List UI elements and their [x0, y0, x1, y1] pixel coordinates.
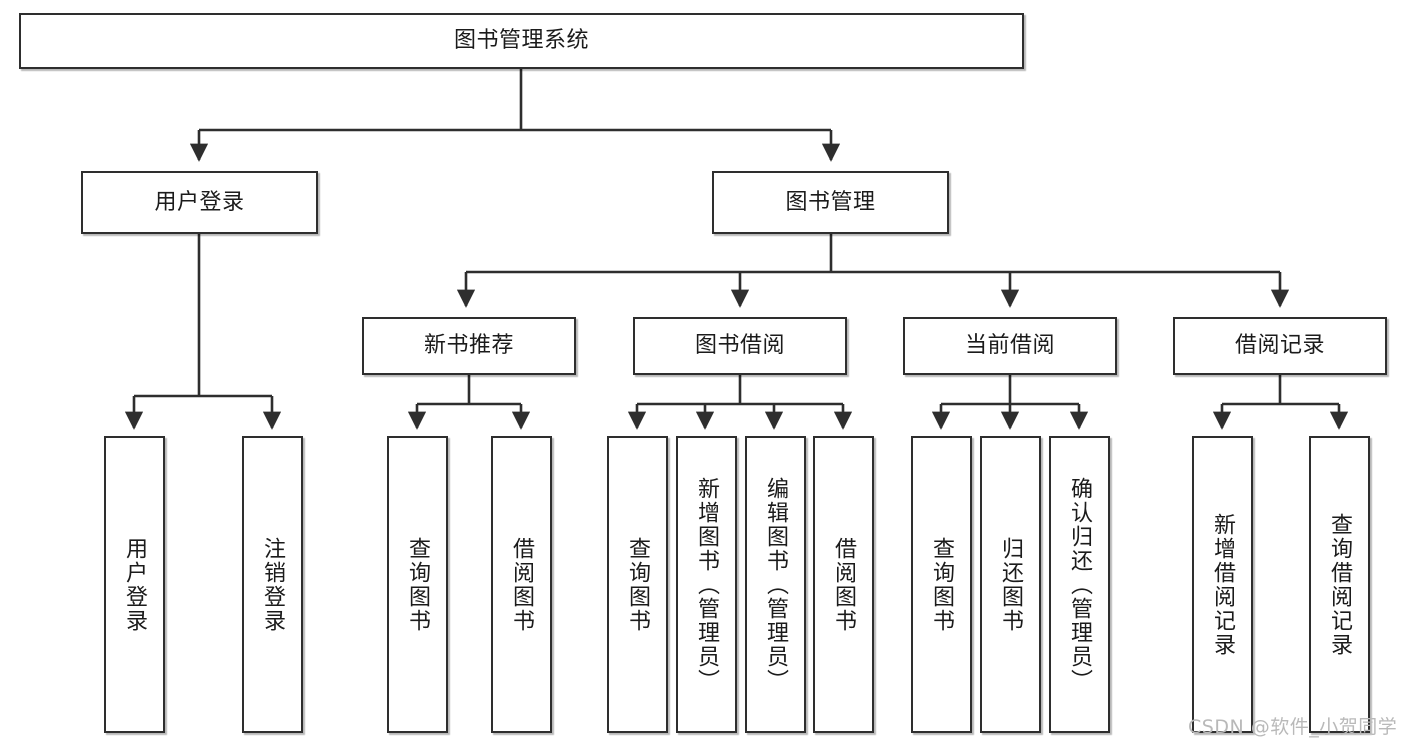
node-root-book-management-system[interactable]: 图书管理系统 [19, 13, 1024, 69]
node-label: 图书借阅 [694, 333, 785, 359]
node-book-management[interactable]: 图书管理 [712, 171, 949, 234]
node-label: 新书推荐 [423, 333, 514, 359]
node-label: 图书管理系统 [453, 28, 589, 54]
node-label: 查询图书 [625, 536, 651, 633]
leaf-return-book[interactable]: 归还图书 [980, 436, 1041, 733]
leaf-edit-book-admin[interactable]: 编辑图书（管理员） [745, 436, 806, 733]
leaf-query-book-new-book[interactable]: 查询图书 [387, 436, 448, 733]
node-label: 查询借阅记录 [1327, 512, 1353, 657]
node-label: 新增图书（管理员） [694, 476, 720, 693]
leaf-add-book-admin[interactable]: 新增图书（管理员） [676, 436, 737, 733]
node-user-login[interactable]: 用户登录 [81, 171, 318, 234]
leaf-borrow-book-new-book[interactable]: 借阅图书 [491, 436, 552, 733]
node-book-borrow[interactable]: 图书借阅 [633, 317, 847, 375]
node-label: 查询图书 [405, 536, 431, 633]
leaf-query-book-current[interactable]: 查询图书 [911, 436, 972, 733]
node-label: 新增借阅记录 [1210, 512, 1236, 657]
watermark: CSDN @软件_小贺同学 [1188, 716, 1398, 738]
node-label: 归还图书 [998, 536, 1024, 633]
leaf-add-borrow-record[interactable]: 新增借阅记录 [1192, 436, 1253, 733]
node-label: 用户登录 [154, 189, 245, 215]
leaf-query-book-borrow[interactable]: 查询图书 [607, 436, 668, 733]
leaf-user-login[interactable]: 用户登录 [104, 436, 165, 733]
node-label: 借阅图书 [509, 536, 535, 633]
node-current-borrow[interactable]: 当前借阅 [903, 317, 1117, 375]
node-label: 用户登录 [122, 536, 148, 633]
leaf-borrow-book[interactable]: 借阅图书 [813, 436, 874, 733]
node-label: 查询图书 [929, 536, 955, 633]
node-new-book-recommendation[interactable]: 新书推荐 [362, 317, 576, 375]
node-borrow-record[interactable]: 借阅记录 [1173, 317, 1387, 375]
node-label: 借阅图书 [831, 536, 857, 633]
node-label: 确认归还（管理员） [1067, 476, 1093, 693]
node-label: 借阅记录 [1234, 333, 1325, 359]
node-label: 图书管理 [785, 189, 876, 215]
leaf-logout[interactable]: 注销登录 [242, 436, 303, 733]
node-label: 当前借阅 [964, 333, 1055, 359]
node-label: 编辑图书（管理员） [763, 476, 789, 693]
leaf-query-borrow-record[interactable]: 查询借阅记录 [1309, 436, 1370, 733]
leaf-confirm-return-admin[interactable]: 确认归还（管理员） [1049, 436, 1110, 733]
node-label: 注销登录 [260, 536, 286, 633]
